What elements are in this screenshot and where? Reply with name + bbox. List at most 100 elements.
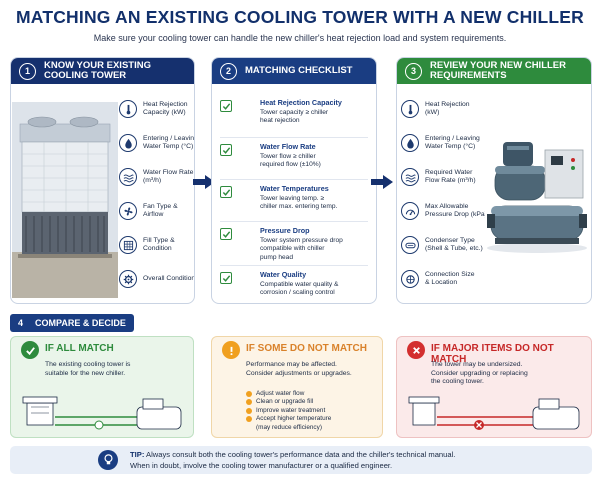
water-drop-icon — [401, 134, 419, 152]
pipe-connection-icon — [401, 270, 419, 288]
panel3-header: 3 REVIEW YOUR NEW CHILLER REQUIREMENTS — [397, 58, 591, 84]
checkbox-checked-icon — [220, 186, 232, 198]
some-not-line1: Performance may be affected. — [246, 361, 337, 368]
panel3-heading-line2: REQUIREMENTS — [430, 70, 507, 81]
some-not-match-heading: IF SOME DO NOT MATCH — [246, 343, 367, 354]
checklist-item-detail: Tower system pressure drop — [260, 237, 343, 244]
checklist-item-title: Pressure Drop — [260, 226, 310, 235]
some-not-match-card: IF SOME DO NOT MATCH Performance may be … — [211, 336, 383, 438]
checkbox-checked-icon — [220, 100, 232, 112]
chiller-spec-item-label: Connection Size& Location — [425, 270, 475, 287]
checklist-item-detail: compatible with chiller — [260, 245, 325, 253]
tower-spec-item-label: Water Flow Rate(m³/h) — [143, 168, 194, 185]
all-match-heading: IF ALL MATCH — [45, 343, 114, 354]
checklist-item-title: Heat Rejection Capacity — [260, 98, 342, 107]
checklist-item-title: Water Flow Rate — [260, 142, 316, 151]
tower-spec-item: Fan Type &Airflow — [119, 202, 194, 220]
tower-spec-item: Fill Type &Condition — [119, 236, 194, 254]
panel2-header: 2 MATCHING CHECKLIST — [212, 58, 376, 84]
tower-spec-item: Overall Condition — [119, 270, 195, 288]
checklist-item-detail: Tower capacity ≥ chiller — [260, 109, 329, 116]
major-not-match-card: IF MAJOR ITEMS DO NOT MATCH The tower ma… — [396, 336, 592, 438]
tower-spec-item-label: Fill Type &Condition — [143, 236, 175, 253]
major-not-line3: the cooling tower. — [431, 378, 484, 386]
checklist-item-detail: Tower flow ≥ chiller — [260, 153, 316, 160]
panel1-heading-line1: KNOW YOUR EXISTING — [44, 60, 151, 71]
step-number-3: 3 — [405, 62, 422, 80]
gauge-icon — [401, 202, 419, 220]
system-ok-diagram — [22, 396, 182, 430]
tower-spec-item: Water Flow Rate(m³/h) — [119, 168, 194, 186]
checklist-item-title: Water Temperatures — [260, 184, 329, 193]
list-item: Clean or upgrade fill — [246, 398, 331, 406]
arrow-right-icon — [371, 175, 393, 189]
list-item: Accept higher temperature — [246, 415, 331, 423]
all-match-line1: The existing cooling tower is — [45, 361, 131, 368]
panel1-header: 1 KNOW YOUR EXISTING COOLING TOWER — [11, 58, 194, 84]
tower-spec-item-label: Overall Condition — [143, 274, 195, 282]
checkbox-checked-icon — [220, 228, 232, 240]
condenser-icon — [401, 236, 419, 254]
list-item: (may reduce efficiency) — [256, 423, 322, 431]
divider — [220, 179, 368, 180]
step-number-1: 1 — [19, 62, 36, 80]
panel2-heading: MATCHING CHECKLIST — [245, 65, 353, 76]
all-match-description: The existing cooling tower is suitable f… — [45, 361, 130, 378]
chiller-spec-item-label: Heat Rejection(kW) — [425, 100, 470, 117]
major-not-line1: The tower may be undersized. — [431, 361, 523, 368]
some-not-match-description: Performance may be affected. Consider ad… — [246, 361, 352, 378]
thermometer-icon — [119, 100, 137, 118]
chiller-spec-item: Heat Rejection(kW) — [401, 100, 493, 118]
divider — [220, 137, 368, 138]
warning-icon — [222, 341, 240, 359]
tower-spec-item-label: Fan Type &Airflow — [143, 202, 178, 219]
checkbox-checked-icon — [220, 144, 232, 156]
system-fail-diagram — [408, 396, 580, 430]
tip-line2: When in doubt, involve the cooling tower… — [130, 461, 393, 470]
panel3-heading-line1: REVIEW YOUR NEW CHILLER — [430, 60, 566, 71]
chiller-spec-item: Connection Size& Location — [401, 270, 493, 288]
checklist-item-detail: Tower leaving temp. ≥ — [260, 195, 325, 202]
adjustment-list: Adjust water flow Clean or upgrade fill … — [246, 390, 331, 432]
checklist-item-detail: chiller max. entering temp. — [260, 203, 338, 211]
checklist-item-detail: Compatible water quality & — [260, 281, 339, 288]
major-not-line2: Consider upgrading or replacing — [431, 369, 528, 377]
list-item: Adjust water flow — [246, 390, 331, 398]
lightbulb-icon — [98, 450, 118, 470]
checklist-item-title: Water Quality — [260, 270, 307, 279]
chiller-photo — [485, 136, 589, 256]
all-match-card: IF ALL MATCH The existing cooling tower … — [10, 336, 194, 438]
checklist-item-detail: required flow (±10%) — [260, 161, 321, 169]
compare-decide-tag: 4 COMPARE & DECIDE — [10, 314, 134, 332]
water-wave-icon — [401, 168, 419, 186]
tip-line1: TIP: Always consult both the cooling tow… — [130, 450, 456, 459]
all-match-line2: suitable for the new chiller. — [45, 369, 126, 377]
chiller-spec-item-label: Condenser Type(Shell & Tube, etc.) — [425, 236, 483, 253]
page-title: MATCHING AN EXISTING COOLING TOWER WITH … — [16, 7, 584, 27]
panel1-heading-line2: COOLING TOWER — [44, 70, 127, 81]
checklist-item-detail: heat rejection — [260, 117, 300, 125]
chiller-spec-item: Condenser Type(Shell & Tube, etc.) — [401, 236, 493, 254]
fill-grid-icon — [119, 236, 137, 254]
major-not-match-heading: IF MAJOR ITEMS DO NOT MATCH — [431, 343, 554, 365]
divider — [220, 265, 368, 266]
step-number-2: 2 — [220, 62, 237, 80]
existing-tower-panel: 1 KNOW YOUR EXISTING COOLING TOWER Heat … — [10, 57, 195, 304]
compare-decide-heading: COMPARE & DECIDE — [35, 318, 126, 328]
cooling-tower-photo — [12, 102, 118, 298]
checkmark-icon — [21, 341, 39, 359]
thermometer-icon — [401, 100, 419, 118]
arrow-right-icon — [193, 175, 215, 189]
